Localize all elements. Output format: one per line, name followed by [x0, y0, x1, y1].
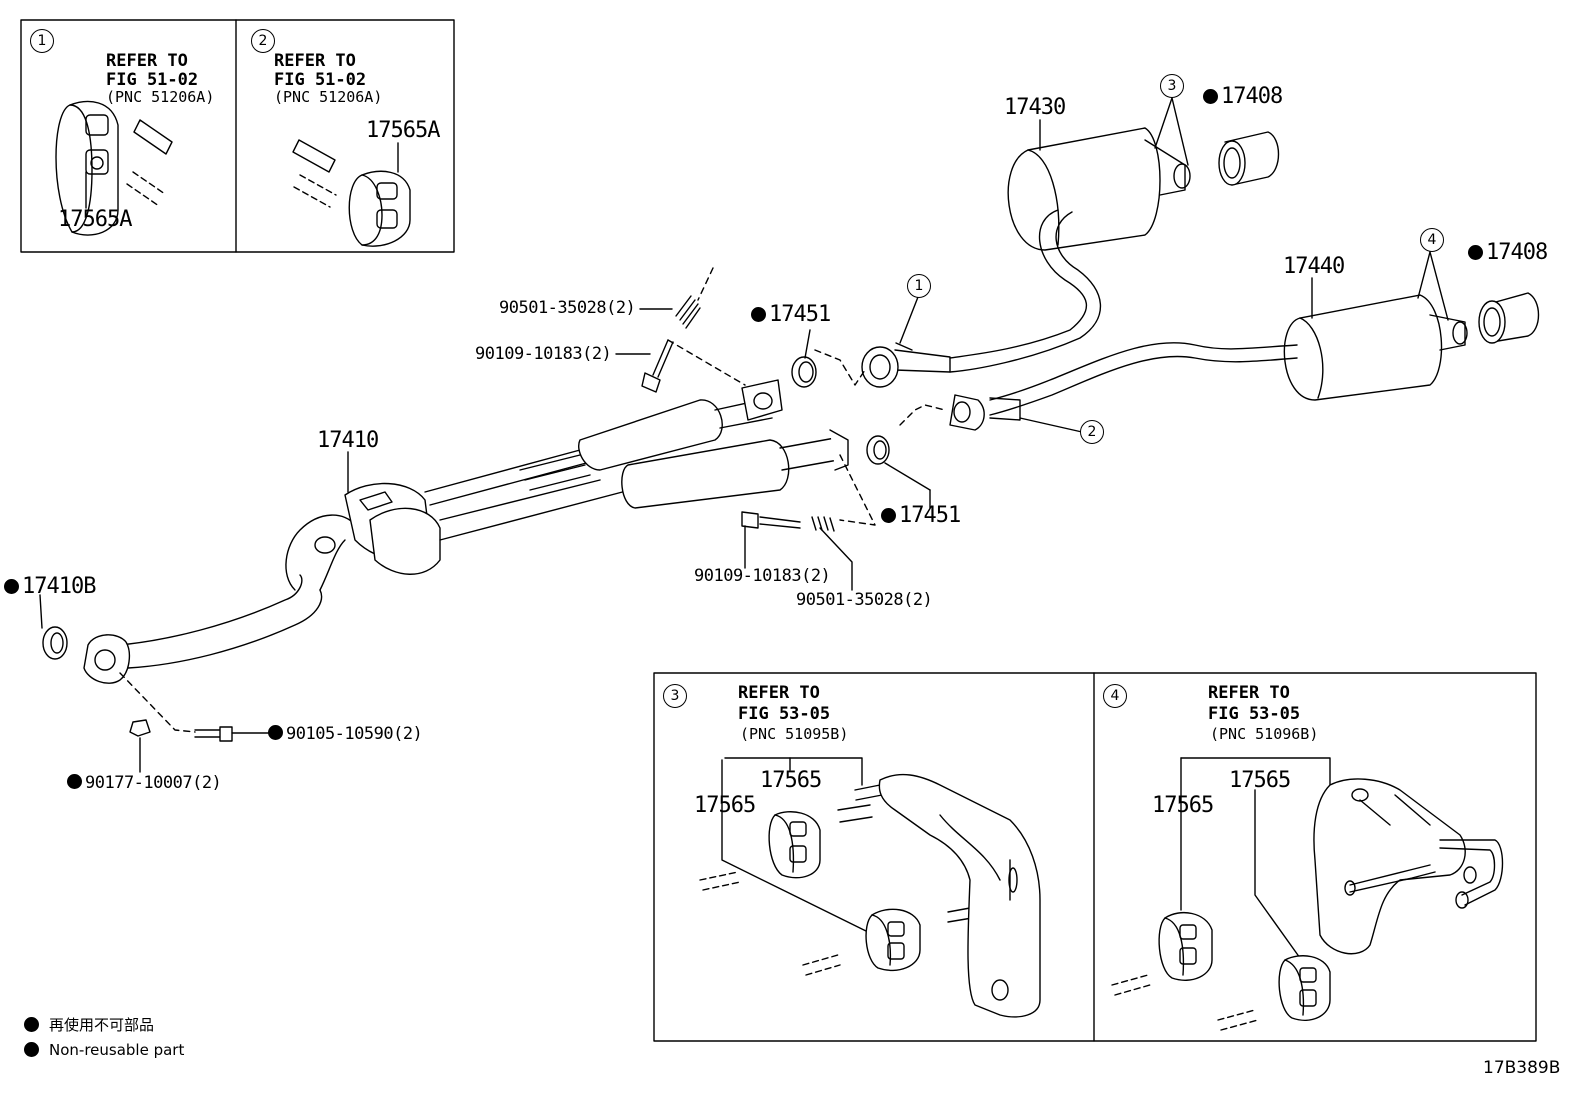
- label-tail-tip-upper: 17408: [1203, 86, 1283, 108]
- box2-pnc: (PNC 51206A): [274, 88, 383, 106]
- label-tail-muffler: 17440: [1283, 254, 1345, 279]
- box1-refer: REFER TO: [106, 51, 188, 71]
- hanger-17565A-left: [56, 102, 172, 236]
- center-muffler-drawing: [862, 128, 1190, 387]
- label-spring-lower: 90501-35028(2): [796, 590, 933, 610]
- fasteners-drawing: [130, 296, 834, 741]
- label-front-gasket: 17410B: [4, 576, 96, 598]
- label-front-bolt: 90105-10590(2): [268, 725, 423, 743]
- pipe-callout-3: 3: [1160, 74, 1184, 98]
- label-gasket-lower: 17451: [881, 505, 961, 527]
- box4-pnc: (PNC 51096B): [1210, 725, 1319, 743]
- legend-jp: 再使用不可部品: [24, 1017, 154, 1033]
- box4-fig: FIG 53-05: [1208, 704, 1301, 724]
- gasket-17410B-drawing: [43, 627, 67, 659]
- box3-part-b: 17565: [694, 793, 756, 818]
- assembly-lines: [120, 268, 945, 732]
- box2-refer: REFER TO: [274, 51, 356, 71]
- box1-fig: FIG 51-02: [106, 70, 199, 90]
- box4-refer: REFER TO: [1208, 683, 1290, 703]
- label-front-nut: 90177-10007(2): [67, 774, 222, 792]
- diagram-code: 17B389B: [1483, 1058, 1561, 1078]
- callout-circle-4: 4: [1103, 684, 1127, 708]
- tail-tip-lower-drawing: [1479, 293, 1539, 343]
- box1-pnc: (PNC 51206A): [106, 88, 215, 106]
- label-bolt-upper: 90109-10183(2): [475, 344, 612, 364]
- hanger-17565A-right: [293, 140, 410, 246]
- callout-box-frames: [21, 20, 1536, 1041]
- tail-muffler-drawing: [950, 295, 1467, 430]
- legend-en: Non-reusable part: [24, 1042, 184, 1058]
- pipe-callout-1: 1: [907, 274, 931, 298]
- box3-pnc: (PNC 51095B): [740, 725, 849, 743]
- box2-part: 17565A: [366, 118, 440, 143]
- label-center-muffler: 17430: [1004, 95, 1066, 120]
- box1-part: 17565A: [58, 207, 132, 232]
- label-front-pipe: 17410: [317, 428, 379, 453]
- callout-circle-2: 2: [251, 29, 275, 53]
- hanger-bracket-box4: [1112, 758, 1503, 1030]
- label-bolt-lower: 90109-10183(2): [694, 566, 831, 586]
- front-pipe-drawing: [84, 380, 848, 683]
- label-spring-upper: 90501-35028(2): [499, 298, 636, 318]
- hanger-bracket-box3: [700, 758, 1040, 1017]
- gaskets-17451-drawing: [792, 357, 889, 464]
- box3-part-a: 17565: [760, 768, 822, 793]
- callout-circle-3: 3: [663, 684, 687, 708]
- leader-lines: [40, 98, 1448, 772]
- box3-fig: FIG 53-05: [738, 704, 831, 724]
- pipe-callout-2: 2: [1080, 420, 1104, 444]
- box4-part-a: 17565: [1229, 768, 1291, 793]
- label-tail-tip-lower: 17408: [1468, 242, 1548, 264]
- box3-refer: REFER TO: [738, 683, 820, 703]
- box2-fig: FIG 51-02: [274, 70, 367, 90]
- box4-part-b: 17565: [1152, 793, 1214, 818]
- label-gasket-upper: 17451: [751, 304, 831, 326]
- callout-circle-1: 1: [30, 29, 54, 53]
- tail-tip-upper-drawing: [1219, 132, 1279, 185]
- pipe-callout-4: 4: [1420, 228, 1444, 252]
